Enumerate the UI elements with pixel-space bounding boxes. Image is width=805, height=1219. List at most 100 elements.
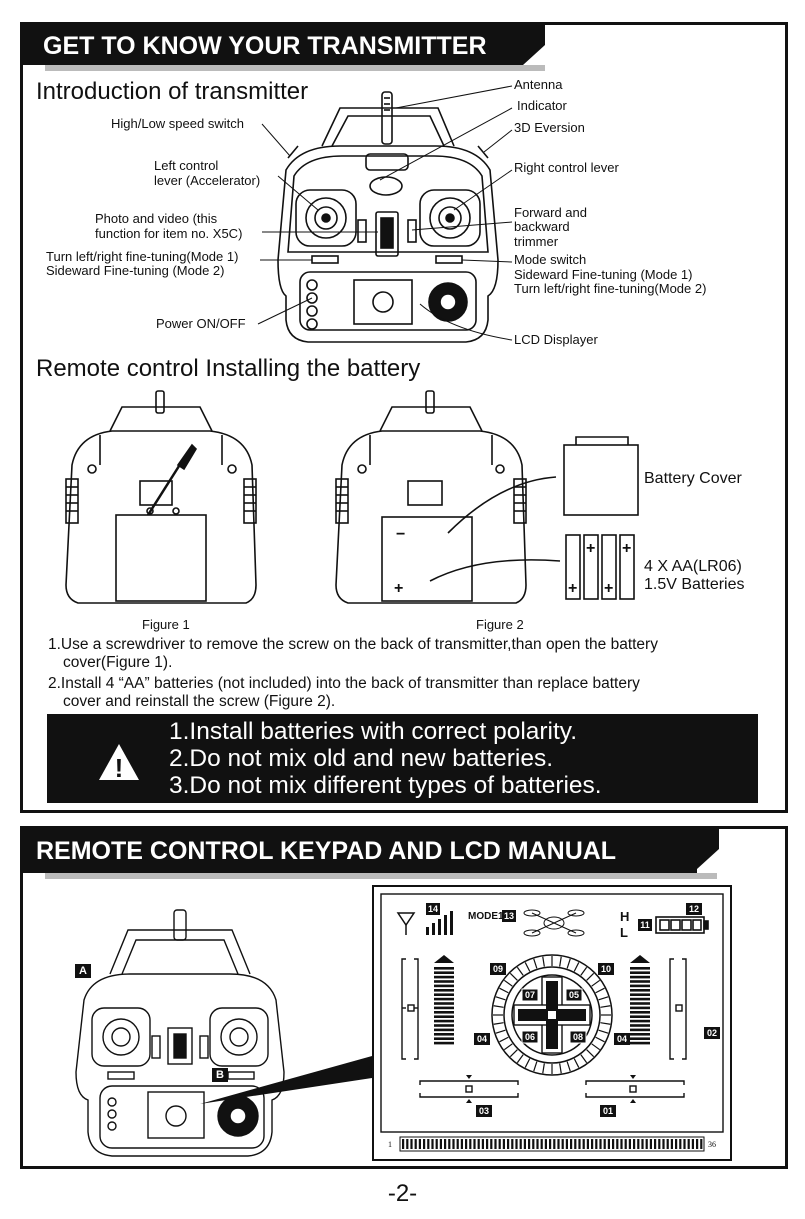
lcd-num-08: 08 [573,1032,583,1042]
lcd-scale-segment [666,1139,669,1149]
lcd-bar-segment [630,997,650,1001]
lcd-scale-segment [658,1139,661,1149]
warning-list: 1.Install batteries with correct polarit… [169,718,602,799]
lcd-scale-segment [553,1139,556,1149]
lcd-scale-start: 1 [388,1140,392,1149]
warning-item: 2.Do not mix old and new batteries. [169,745,554,772]
lcd-ring-tick [533,958,538,969]
lcd-bar-segment [630,1015,650,1018]
callout-right-lever: Right control lever [514,160,619,175]
lcd-scale-segment [620,1139,623,1149]
lcd-scale-segment [418,1139,421,1149]
lcd-scale-segment [540,1139,543,1149]
callout-mode-switch-line2: Sideward Fine-tuning (Mode 1) [514,267,693,282]
instruction-1-line2: cover(Figure 1). [63,654,173,671]
lcd-bar-segment [434,993,454,996]
lcd-ring-tick [586,1049,595,1058]
lcd-bar-segment [434,1019,454,1023]
lcd-bar-segment [434,1015,454,1018]
lcd-ring-tick [559,1063,562,1074]
lcd-bar-segment [630,1019,650,1023]
lcd-scale-segment [595,1139,598,1149]
warning-glyph: ! [115,753,124,783]
lcd-scale-segment [435,1139,438,1149]
callout-photo-video-line2: function for item no. X5C) [95,226,243,241]
lcd-num-02: 02 [707,1028,717,1038]
lcd-bar-segment [434,1028,454,1032]
lcd-scale-segment [549,1139,552,1149]
figure2-label: Figure 2 [476,617,524,632]
lcd-ring-tick [591,1043,601,1051]
lcd-ring-tick [499,1036,509,1043]
lcd-bar-segment [434,1006,454,1010]
lcd-bar-segment [630,984,650,988]
lcd-scale-segment [691,1139,694,1149]
lcd-bar-segment [630,989,650,992]
lcd-ring-tick [524,1058,531,1068]
lcd-scale-segment [662,1139,665,1149]
lcd-scale-segment [683,1139,686,1149]
lcd-ring-tick [573,962,580,972]
lcd-bar-segment [434,967,454,970]
warning-item: 1.Install batteries with correct polarit… [169,718,578,745]
lcd-scale-segment [507,1139,510,1149]
figure1-label: Figure 1 [142,617,190,632]
lcd-num-12: 12 [689,904,699,914]
lcd-num-07: 07 [525,990,535,1000]
lcd-scale-segment [649,1139,652,1149]
lcd-ring-tick [566,958,571,969]
lcd-num-11: 11 [640,920,650,930]
lcd-scale-frame [399,1136,705,1152]
lcd-bar-segment [434,975,454,979]
battery-figures-illustration: − + + + + + [65,390,639,604]
lcd-ring-tick [600,1022,611,1025]
section-banner: REMOTE CONTROL KEYPAD AND LCD MANUAL [23,829,719,873]
warning-item: 3.Do not mix different types of batterie… [169,772,602,799]
lcd-bar-segment [434,984,454,988]
lcd-bar-segment [630,1028,650,1032]
lcd-scale-segment [645,1139,648,1149]
lcd-scale-bar [399,1136,705,1152]
battery-heading: Remote control Installing the battery [36,355,421,382]
lcd-bar-segment [630,1006,650,1010]
lcd-scale-segment [519,1139,522,1149]
lcd-scale-segment [515,1139,518,1149]
lcd-ring-tick [542,956,545,967]
svg-text:+: + [568,580,577,597]
banner-shadow [45,65,545,71]
instruction-2-line2: cover and reinstall the screw (Figure 2)… [63,693,336,710]
lcd-scale-segment [423,1139,426,1149]
lcd-bar-segment [630,980,650,983]
lcd-ring-tick [591,979,601,987]
lcd-bar-segment [434,1037,454,1040]
label-a-badge: A [75,964,91,978]
lcd-scale-segment [490,1139,493,1149]
lcd-scale-segment [502,1139,505,1149]
lcd-ring-tick [566,1061,571,1072]
page-number: -2- [387,1180,418,1207]
callout-fwd-back-line2: backward [514,219,570,234]
svg-text:+: + [394,580,403,597]
lcd-bar-segment [434,1041,454,1045]
transmitter-front-illustration [257,85,513,343]
lcd-bar-segment [434,971,454,974]
lcd-scale-segment [410,1139,413,1149]
instruction-1-line1: 1.Use a screwdriver to remove the screw … [48,636,658,653]
lcd-scale-segment [448,1139,451,1149]
lcd-ring-tick [499,987,509,994]
lcd-bar-segment [434,1024,454,1027]
lcd-ring-tick [573,1058,580,1068]
lcd-diagram: 14 MODE1 13 H L 12 11 04 04 02 [372,885,732,1161]
lcd-scale-segment [696,1139,699,1149]
lcd-scale-segment [427,1139,430,1149]
lcd-num-04-right: 04 [617,1034,627,1044]
lcd-scale-segment [486,1139,489,1149]
lcd-scale-segment [456,1139,459,1149]
lcd-scale-segment [565,1139,568,1149]
lcd-scale-segment [561,1139,564,1149]
lcd-throttle-bars-left [434,967,454,1045]
lcd-bar-segment [630,1002,650,1005]
lcd-ring-tick [493,1022,504,1025]
lcd-bar-segment [434,989,454,992]
lcd-scale-segment [633,1139,636,1149]
